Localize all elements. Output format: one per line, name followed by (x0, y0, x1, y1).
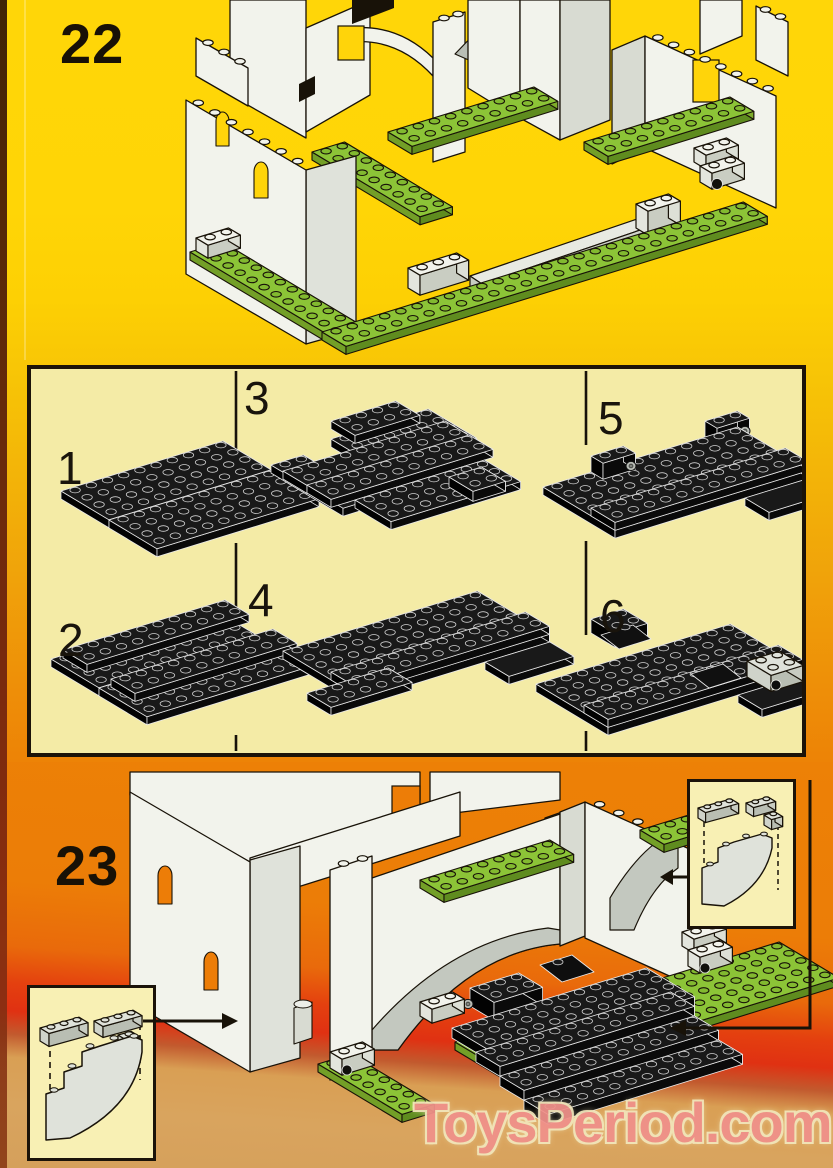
arch-pieces-right (697, 796, 784, 907)
assembly-4 (282, 590, 575, 716)
arch-detail-drawing-left (39, 1009, 143, 1141)
arch-detail-drawing-right (697, 796, 784, 907)
part-number-4: 4 (248, 574, 274, 626)
step-23-castle-illustration (129, 771, 833, 1125)
castle-step-22 (185, 0, 789, 355)
arch-pieces-left (39, 1009, 143, 1141)
scan-edge-strip (0, 0, 7, 1168)
assembly-3 (270, 400, 522, 531)
step-23-number: 23 (55, 834, 120, 897)
part-number-6: 6 (600, 590, 626, 642)
part-number-3: 3 (244, 372, 270, 424)
part-number-5: 5 (598, 392, 624, 444)
assembly-2 (50, 599, 310, 726)
arch-detail-inset-left (27, 985, 156, 1161)
assembly-1 (60, 440, 320, 558)
black-ramp-assembly (419, 954, 743, 1125)
arch-detail-inset-right (687, 779, 796, 929)
column-divider-lines (234, 371, 588, 751)
right-inset-callout-arrow (660, 869, 690, 885)
right-inset-leader-line-arrow (670, 780, 812, 1036)
step-22-castle-illustration (185, 0, 789, 355)
parts-assemblies-drawing (50, 371, 802, 751)
parts-callout-box: 1 2 3 4 5 6 (27, 365, 806, 757)
step-22-number: 22 (60, 12, 125, 75)
part-number-2: 2 (58, 614, 84, 666)
assembly-6 (535, 608, 802, 736)
part-number-1: 1 (57, 442, 83, 494)
assembly-5 (542, 410, 802, 539)
watermark-text: ToysPeriod.com (414, 1091, 833, 1154)
left-inset-callout-arrow (143, 1013, 238, 1029)
page-crease (24, 0, 26, 360)
